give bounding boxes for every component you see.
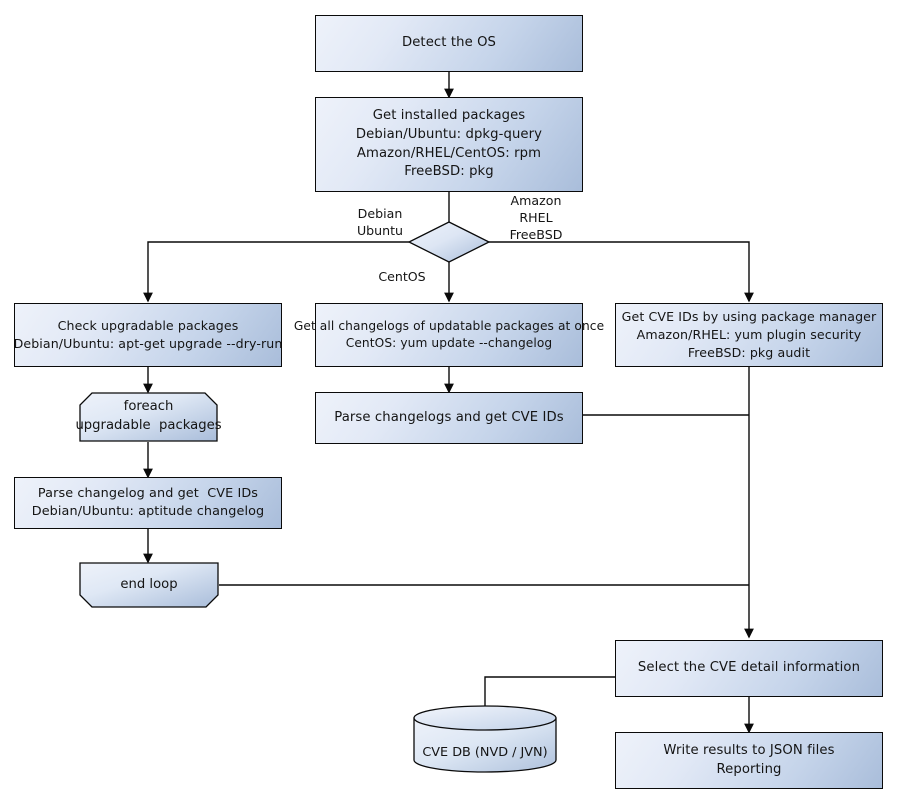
database-cylinder-shape bbox=[413, 705, 557, 773]
node-detect-os-label: Detect the OS bbox=[401, 35, 497, 51]
edge-label-amazon-rhel-freebsd: Amazon RHEL FreeBSD bbox=[509, 193, 563, 242]
node-get-installed-packages-label: Get installed packages Debian/Ubuntu: dp… bbox=[355, 108, 543, 180]
node-detect-os[interactable]: Detect the OS bbox=[315, 15, 583, 72]
edge-label-centos: CentOS bbox=[378, 269, 426, 284]
node-end-loop-label: end loop bbox=[120, 576, 178, 592]
node-os-decision[interactable] bbox=[407, 221, 491, 263]
edge-decision-to-check-upgradable bbox=[143, 241, 409, 303]
node-select-cve-detail-label: Select the CVE detail information bbox=[637, 660, 861, 676]
node-get-cve-ids-package-manager[interactable]: Get CVE IDs by using package manager Ama… bbox=[615, 303, 883, 367]
node-foreach-upgradable-packages-label: foreach upgradable packages bbox=[75, 399, 222, 433]
loop-start-shape bbox=[79, 392, 218, 442]
node-cve-db[interactable]: CVE DB (NVD / JVN) bbox=[413, 705, 557, 773]
diamond-shape bbox=[407, 221, 491, 263]
node-foreach-upgradable-packages[interactable]: foreach upgradable packages bbox=[75, 392, 222, 442]
node-os-decision-label bbox=[408, 221, 490, 263]
loop-end-shape bbox=[79, 562, 219, 608]
node-parse-changelog-debian[interactable]: Parse changelog and get CVE IDs Debian/U… bbox=[14, 477, 282, 529]
node-get-all-changelogs[interactable]: Get all changelogs of updatable packages… bbox=[294, 303, 604, 367]
node-write-results[interactable]: Write results to JSON files Reporting bbox=[615, 732, 883, 789]
node-parse-changelog-debian-label: Parse changelog and get CVE IDs Debian/U… bbox=[31, 485, 265, 519]
node-check-upgradable-packages[interactable]: Check upgradable packages Debian/Ubuntu:… bbox=[14, 303, 282, 367]
edge-decision-to-cve-pkg-manager bbox=[489, 241, 754, 303]
edge-label-debian-ubuntu: Debian Ubuntu bbox=[356, 206, 404, 238]
node-select-cve-detail[interactable]: Select the CVE detail information bbox=[615, 640, 883, 697]
node-get-cve-ids-package-manager-label: Get CVE IDs by using package manager Ama… bbox=[621, 309, 877, 360]
node-write-results-label: Write results to JSON files Reporting bbox=[663, 742, 835, 777]
node-end-loop[interactable]: end loop bbox=[79, 562, 219, 608]
node-check-upgradable-packages-label: Check upgradable packages Debian/Ubuntu:… bbox=[13, 318, 283, 351]
node-parse-changelogs-centos-label: Parse changelogs and get CVE IDs bbox=[334, 409, 564, 425]
node-get-all-changelogs-label: Get all changelogs of updatable packages… bbox=[293, 318, 605, 350]
node-get-installed-packages[interactable]: Get installed packages Debian/Ubuntu: dp… bbox=[315, 97, 583, 192]
node-parse-changelogs-centos[interactable]: Parse changelogs and get CVE IDs bbox=[315, 392, 583, 444]
node-cve-db-label: CVE DB (NVD / JVN) bbox=[422, 744, 548, 760]
